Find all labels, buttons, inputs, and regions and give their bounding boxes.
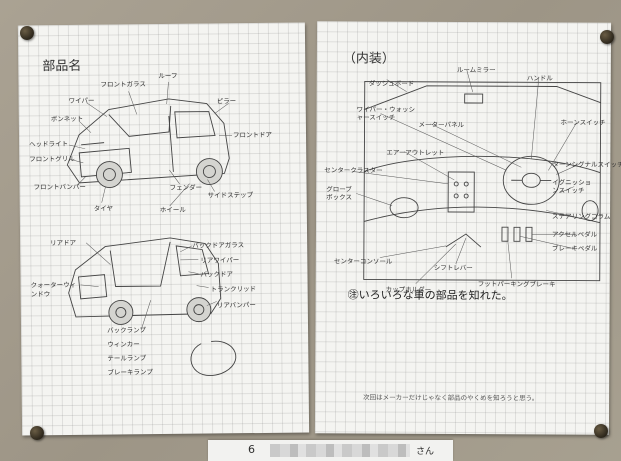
label-rear-bumper: リアバンパー [216,301,256,310]
right-worksheet: （内装） [314,21,621,435]
conclusion-text: ㊟いろいろな車の部品を知れた。 [347,288,513,303]
label-front-door: フロントドア [232,130,273,140]
label-dashboard: ダッシュボード [368,79,415,88]
label-meter-panel: メーターパネル [418,120,464,130]
blurred-name [270,444,410,457]
label-center-console: センターコンソール [333,257,393,266]
label-steering-column: ステアリングコラム [552,212,611,221]
car-rear-sketch [68,237,237,376]
nameplate-number: 6 [248,443,255,456]
label-front-bumper: フロントバンパー [33,182,86,192]
label-brake-lamp: ブレーキランプ [107,368,153,377]
car-front-sketch [66,98,230,189]
label-air-outlet: エアーアウトレット [386,148,445,157]
car-interior-drawing [352,69,602,284]
pushpin-top-right [600,30,614,44]
label-ignition-switch: イグニッションスイッチ [552,178,592,195]
label-horn-switch: ホーンスイッチ [560,118,606,127]
student-nameplate: 6 さん [208,440,453,461]
label-room-mirror: ルームミラー [456,65,496,75]
pushpin-bottom-right [594,424,608,438]
label-accelerator-pedal: アクセルペダル [551,230,598,239]
label-headlight: ヘッドライト [29,139,69,149]
label-tire: タイヤ [93,204,114,213]
label-shift-lever: シフトレバー [433,263,473,273]
car-exterior-drawings [66,81,237,376]
label-wheel: ホイール [159,205,186,215]
label-center-cluster: センタークラスター [324,166,383,175]
label-glove-box: グローブボックス [326,185,352,202]
label-rear-door: リアドア [50,238,77,248]
label-trunk-lid: トランクリッド [210,285,257,294]
label-back-door-glass: バックドアガラス [192,241,245,250]
label-quarter-window: クォーターウィンドウ [30,280,77,299]
label-turn-signal-switch: ターンシグナルスイッチ [552,160,621,169]
label-brake-pedal: ブレーキペダル [551,244,598,253]
label-wiper-washer-switch: ワイパー・ウォッシャースイッチ [356,105,416,122]
label-pillar: ピラー [216,97,237,106]
label-side-step: サイドステップ [207,191,254,200]
label-back-lamp: バックランプ [107,326,146,335]
pushpin-top-left [20,26,34,40]
label-bonnet: ボンネット [50,114,84,124]
nameplate-suffix: さん [416,447,435,457]
pushpin-bottom-left [30,426,44,440]
label-roof: ルーフ [158,71,178,81]
label-front-glass: フロントガラス [100,80,146,89]
label-back-door: バックドア [200,270,234,279]
label-tail-lamp: テールランプ [107,354,147,363]
label-wiper: ワイパー [68,96,95,105]
label-fender: フェンダー [169,183,203,192]
left-worksheet: 部品名 [17,22,310,436]
label-rear-wiper: リアワイパー [200,256,240,265]
label-handle: ハンドル [526,74,553,83]
label-winker: ウィンカー [107,340,140,349]
label-front-grille: フロントグリル [29,154,75,164]
next-time-footnote: 次回はメーカーだけじゃなく部品のやくめを知ろうと思う。 [363,393,539,403]
